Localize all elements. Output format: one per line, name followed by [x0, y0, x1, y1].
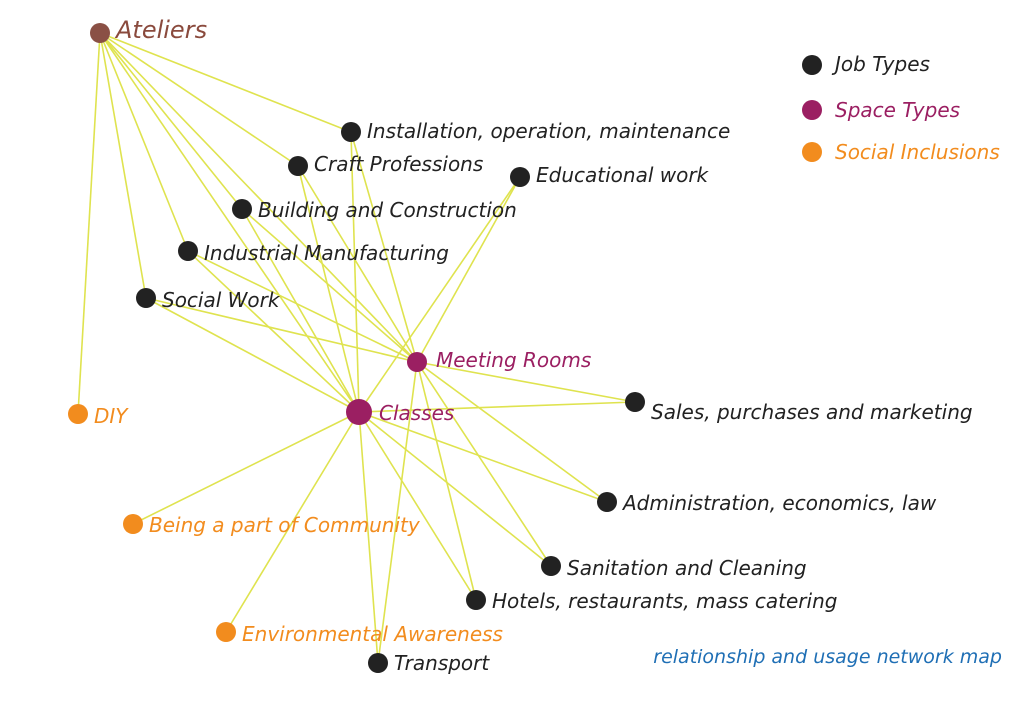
node-install: Installation, operation, maintenance	[341, 119, 730, 143]
node-hotels-marker	[466, 590, 486, 610]
node-install-label: Installation, operation, maintenance	[367, 119, 730, 143]
legend-job-types-label: Job Types	[831, 52, 930, 76]
node-social_work-marker	[136, 288, 156, 308]
edge-ateliers-meeting	[99, 32, 418, 363]
node-diy-label: DIY	[94, 404, 129, 428]
node-sanitation-marker	[541, 556, 561, 576]
node-admin-marker	[597, 492, 617, 512]
edge-ateliers-diy	[77, 32, 101, 415]
node-env-label: Environmental Awareness	[242, 622, 503, 646]
legend-job-types-marker	[802, 55, 822, 75]
edge-ateliers-industrial	[99, 32, 189, 252]
node-hotels-label: Hotels, restaurants, mass catering	[492, 589, 837, 613]
node-building-label: Building and Construction	[258, 198, 517, 222]
node-ateliers-label: Ateliers	[114, 16, 207, 44]
edge-classes-building	[241, 208, 360, 413]
edge-layer	[77, 32, 636, 664]
node-ateliers-marker	[90, 23, 110, 43]
node-edu-marker	[510, 167, 530, 187]
node-transport: Transport	[368, 651, 490, 675]
node-meeting: Meeting Rooms	[407, 348, 591, 372]
node-hotels: Hotels, restaurants, mass catering	[466, 589, 837, 613]
node-ateliers: Ateliers	[90, 16, 207, 44]
node-sales-label: Sales, purchases and marketing	[651, 400, 973, 424]
node-meeting-label: Meeting Rooms	[436, 348, 591, 372]
edge-meeting-craft	[297, 165, 418, 363]
node-building-marker	[232, 199, 252, 219]
edge-meeting-building	[241, 208, 418, 363]
node-diy-marker	[68, 404, 88, 424]
edge-classes-social_work	[145, 297, 360, 413]
node-industrial: Industrial Manufacturing	[178, 241, 449, 265]
node-craft-label: Craft Professions	[314, 152, 483, 176]
edge-classes-sales	[358, 401, 636, 413]
legend: Job Types Space Types Social Inclusions	[802, 52, 1000, 164]
node-social_work-label: Social Work	[162, 288, 281, 312]
edge-ateliers-social_work	[99, 32, 147, 299]
edge-classes-craft	[297, 165, 360, 413]
node-classes-label: Classes	[379, 401, 454, 425]
node-industrial-marker	[178, 241, 198, 261]
edge-classes-hotels	[358, 411, 477, 601]
node-community: Being a part of Community	[123, 513, 421, 537]
legend-social-inclusions-marker	[802, 142, 822, 162]
node-industrial-label: Industrial Manufacturing	[204, 241, 449, 265]
edge-ateliers-install	[99, 32, 352, 133]
edge-classes-admin	[358, 411, 608, 503]
edge-classes-industrial	[187, 250, 360, 413]
edge-classes-edu	[358, 176, 521, 413]
edge-ateliers-classes	[99, 32, 360, 413]
node-building: Building and Construction	[232, 198, 517, 222]
node-diy: DIY	[68, 404, 129, 428]
edge-meeting-admin	[416, 361, 608, 503]
edge-classes-sanitation	[358, 411, 552, 567]
node-meeting-marker	[407, 352, 427, 372]
edge-meeting-hotels	[416, 361, 477, 601]
node-edu: Educational work	[510, 163, 710, 187]
node-craft: Craft Professions	[288, 152, 483, 176]
legend-space-types-label: Space Types	[835, 98, 960, 122]
node-edu-label: Educational work	[536, 163, 710, 187]
node-community-label: Being a part of Community	[149, 513, 421, 537]
edge-meeting-sanitation	[416, 361, 552, 567]
edge-classes-transport	[358, 411, 379, 664]
edge-meeting-edu	[416, 176, 521, 363]
node-classes: Classes	[346, 399, 454, 425]
node-env: Environmental Awareness	[216, 622, 503, 646]
edge-ateliers-building	[99, 32, 243, 210]
edge-meeting-transport	[377, 361, 418, 664]
edge-classes-env	[225, 411, 360, 633]
legend-social-inclusions-label: Social Inclusions	[835, 140, 1000, 164]
node-transport-marker	[368, 653, 388, 673]
node-admin-label: Administration, economics, law	[621, 491, 937, 515]
edge-ateliers-craft	[99, 32, 299, 167]
edge-meeting-social_work	[145, 297, 418, 363]
node-sanitation: Sanitation and Cleaning	[541, 556, 807, 580]
edge-meeting-install	[350, 131, 418, 363]
edge-classes-community	[132, 411, 360, 525]
node-classes-marker	[346, 399, 372, 425]
node-env-marker	[216, 622, 236, 642]
node-community-marker	[123, 514, 143, 534]
edge-classes-install	[350, 131, 360, 413]
caption: relationship and usage network map	[653, 646, 1002, 668]
node-sales-marker	[625, 392, 645, 412]
node-sales: Sales, purchases and marketing	[625, 392, 973, 424]
edge-meeting-industrial	[187, 250, 418, 363]
node-craft-marker	[288, 156, 308, 176]
legend-space-types-marker	[802, 100, 822, 120]
node-install-marker	[341, 122, 361, 142]
node-social_work: Social Work	[136, 288, 281, 312]
node-admin: Administration, economics, law	[597, 491, 937, 515]
node-sanitation-label: Sanitation and Cleaning	[567, 556, 807, 580]
edge-meeting-sales	[416, 361, 636, 403]
node-transport-label: Transport	[394, 651, 490, 675]
